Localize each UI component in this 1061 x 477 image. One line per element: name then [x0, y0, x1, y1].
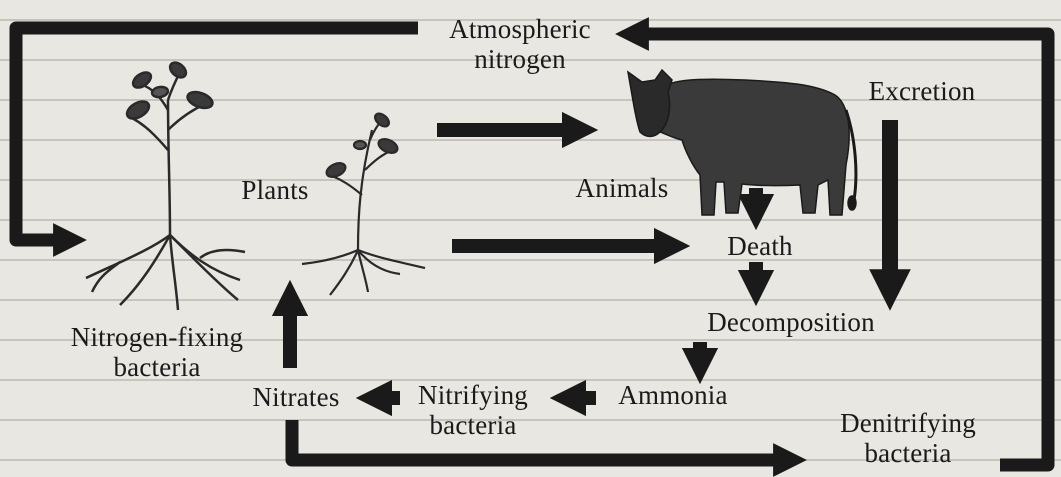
nitrates-label: Nitrates [240, 382, 352, 412]
ammonia-label: Ammonia [604, 380, 742, 410]
excretion-label: Excretion [852, 76, 992, 106]
denitrifying-line-1: Denitrifying [818, 408, 998, 438]
atmospheric-nitrogen-line-2: nitrogen [420, 44, 620, 74]
denitrifying-bacteria-label: Denitrifying bacteria [818, 408, 998, 468]
animals-label: Animals [562, 173, 682, 203]
atmospheric-nitrogen-label: Atmospheric nitrogen [420, 14, 620, 74]
nitrifying-line-2: bacteria [404, 410, 542, 440]
nitrifying-line-1: Nitrifying [404, 380, 542, 410]
atmospheric-nitrogen-line-1: Atmospheric [420, 14, 620, 44]
nitrogen-fixing-line-2: bacteria [52, 352, 262, 382]
plants-label: Plants [220, 175, 330, 205]
decomposition-label: Decomposition [686, 307, 896, 337]
denitrifying-line-2: bacteria [818, 438, 998, 468]
nitrogen-fixing-line-1: Nitrogen-fixing [52, 322, 262, 352]
death-label: Death [712, 231, 808, 261]
nitrifying-bacteria-label: Nitrifying bacteria [404, 380, 542, 440]
nitrogen-fixing-bacteria-label: Nitrogen-fixing bacteria [52, 322, 262, 382]
